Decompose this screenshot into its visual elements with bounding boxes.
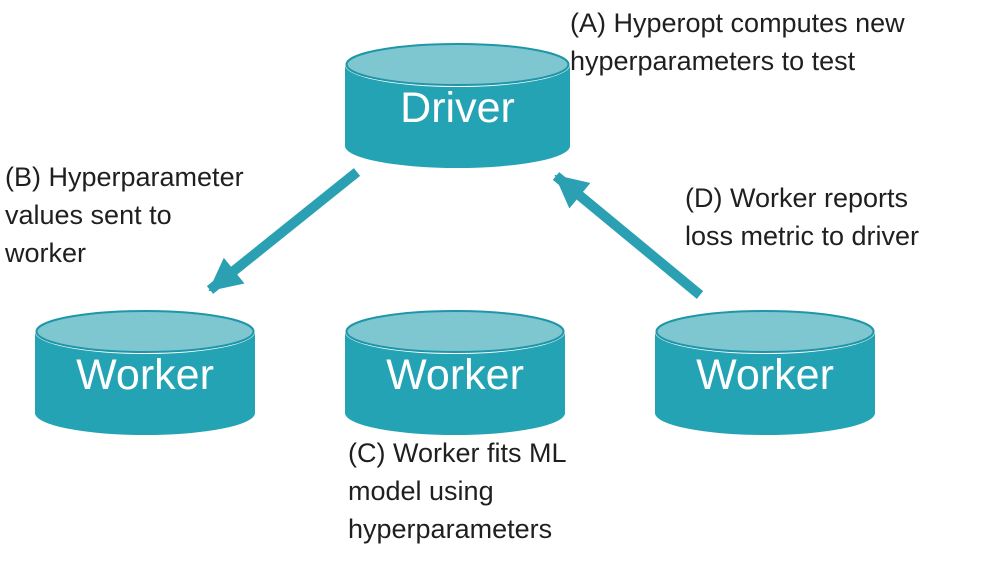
cylinder-body <box>35 332 255 435</box>
annotation-b: (B) Hyperparameter values sent to worker <box>5 158 244 272</box>
worker-left-label: Worker <box>76 350 214 399</box>
annotation-d: (D) Worker reports loss metric to driver <box>685 179 919 255</box>
driver-label: Driver <box>400 83 515 132</box>
annotation-b-line-2: values sent to <box>5 200 172 230</box>
annotation-c-line-2: model using <box>348 476 494 506</box>
annotation-d-line-2: loss metric to driver <box>685 221 920 251</box>
annotation-c-line-1: (C) Worker fits ML <box>348 438 567 468</box>
cylinder-body <box>345 65 570 168</box>
cylinder-body <box>345 332 565 435</box>
worker-right-label: Worker <box>696 350 834 399</box>
annotation-d-line-1: (D) Worker reports <box>685 183 909 213</box>
annotation-c: (C) Worker fits ML model using hyperpara… <box>348 434 567 548</box>
cylinder-body <box>655 332 875 435</box>
annotation-a-line-1: (A) Hyperopt computes new <box>570 8 905 38</box>
worker-left-node: Worker <box>35 310 255 435</box>
annotation-b-line-3: worker <box>5 238 87 268</box>
cylinder-top-ellipse <box>655 310 875 353</box>
worker-center-label: Worker <box>386 350 524 399</box>
cylinder-top-ellipse <box>35 310 255 353</box>
arrow-right-worker-to-driver-icon <box>552 172 704 299</box>
cylinder-top-ellipse <box>345 310 565 353</box>
cylinder-top-ellipse <box>345 43 570 86</box>
annotation-a-line-2: hyperparameters to test <box>570 46 856 76</box>
driver-node: Driver <box>345 43 570 168</box>
worker-right-node: Worker <box>655 310 875 435</box>
worker-center-node: Worker <box>345 310 565 435</box>
annotation-a: (A) Hyperopt computes new hyperparameter… <box>570 4 905 80</box>
annotation-c-line-3: hyperparameters <box>348 514 553 544</box>
annotation-b-line-1: (B) Hyperparameter <box>5 162 244 192</box>
